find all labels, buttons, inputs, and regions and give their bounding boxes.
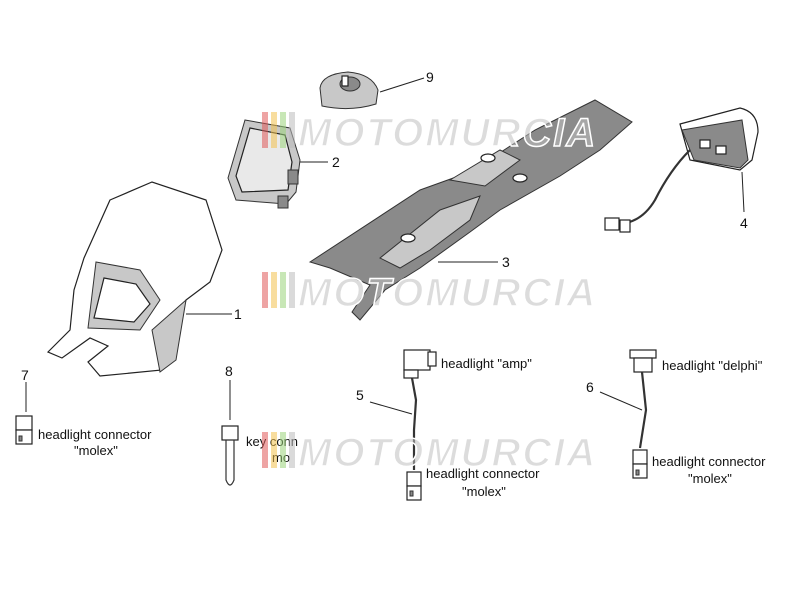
label-6-connector: headlight connector	[652, 454, 766, 469]
watermark-stripe	[280, 112, 286, 148]
label-5-molex: "molex"	[462, 484, 506, 499]
callout-9: 9	[426, 69, 434, 85]
watermark-stripe	[262, 272, 268, 308]
part-4-tail-light	[604, 107, 759, 233]
watermark-stripe	[271, 272, 277, 308]
part-1-headlight-fairing	[46, 181, 232, 377]
label-7-connector: headlight connector	[38, 427, 152, 442]
label-7-molex: "molex"	[74, 443, 118, 458]
watermark-top: MOTOMURCIA	[262, 110, 597, 156]
watermark-stripe	[262, 432, 268, 468]
callout-5: 5	[356, 387, 364, 403]
callout-1: 1	[234, 306, 242, 322]
label-amp: headlight "amp"	[441, 356, 532, 371]
callout-2: 2	[332, 154, 340, 170]
part-9-ignition-switch	[319, 71, 425, 110]
label-delphi: headlight "delphi"	[662, 358, 763, 373]
callout-7: 7	[21, 367, 29, 383]
watermark-stripe	[271, 432, 277, 468]
watermark-text: MOTOMURCIA	[298, 271, 597, 315]
watermark-stripe	[271, 112, 277, 148]
watermark-stripe	[289, 432, 295, 468]
part-6-delphi-harness	[599, 349, 657, 479]
watermark-stripe	[289, 272, 295, 308]
watermark-text: MOTOMURCIA	[298, 431, 597, 475]
callout-4: 4	[740, 215, 748, 231]
watermark-stripe	[262, 112, 268, 148]
part-7-molex-connector	[15, 382, 33, 445]
label-5-connector: headlight connector	[426, 466, 540, 481]
watermark-text: MOTOMURCIA	[298, 111, 597, 155]
label-6-molex: "molex"	[688, 471, 732, 486]
callout-6: 6	[586, 379, 594, 395]
part-8-key-connector	[221, 380, 239, 486]
callout-3: 3	[502, 254, 510, 270]
watermark-stripe	[280, 432, 286, 468]
watermark-middle: MOTOMURCIA	[262, 270, 597, 316]
callout-8: 8	[225, 363, 233, 379]
watermark-stripe	[280, 272, 286, 308]
watermark-bottom: MOTOMURCIA	[262, 430, 597, 476]
part-5-amp-harness	[369, 349, 437, 501]
part-3-rear-mudguard	[308, 99, 633, 321]
watermark-stripe	[289, 112, 295, 148]
